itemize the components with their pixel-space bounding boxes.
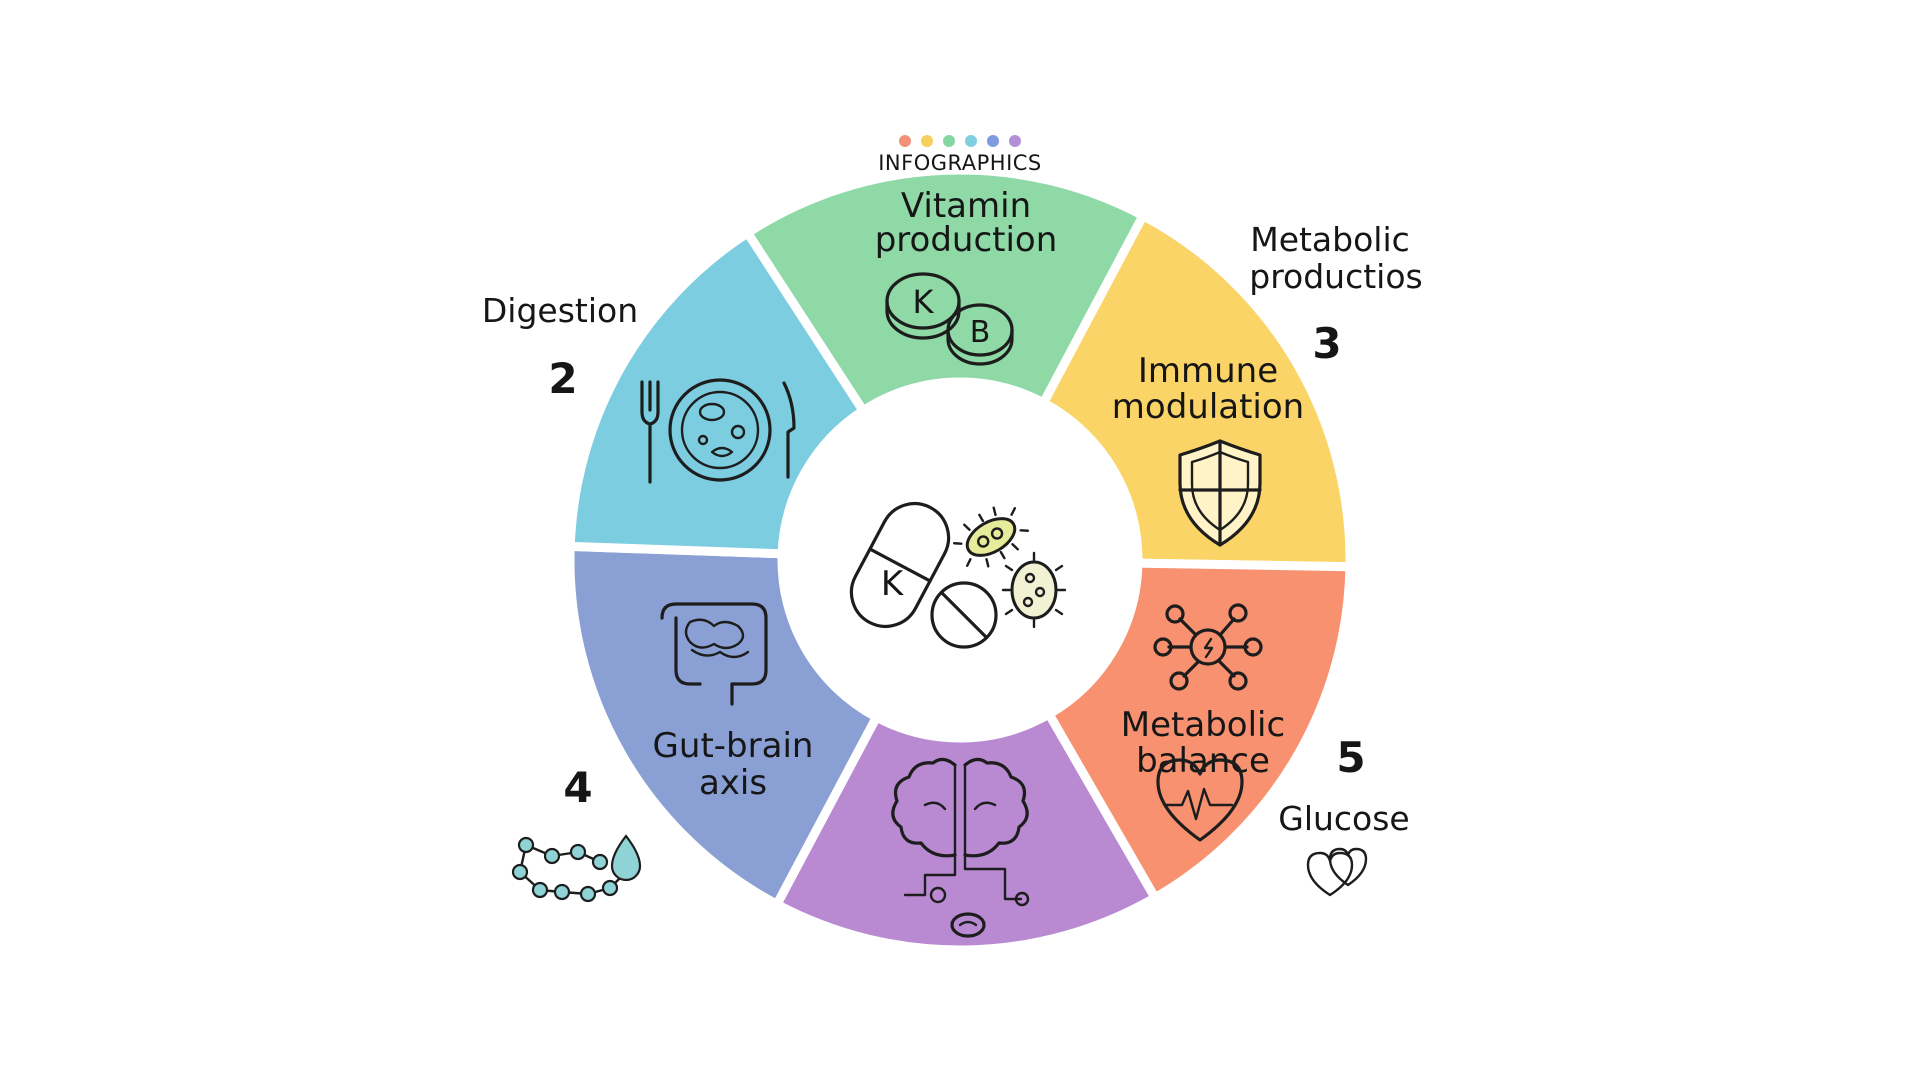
- brand-dots: [899, 135, 1021, 147]
- vitamin-k-letter: K: [913, 283, 935, 321]
- wheel-segments: [565, 165, 1355, 955]
- brand-dot: [987, 135, 999, 147]
- shield-icon: [1178, 439, 1262, 547]
- immune-label-line1: Immune: [1138, 351, 1278, 391]
- vitamin-label-line2: production: [875, 220, 1058, 260]
- immune-label-line2: modulation: [1112, 387, 1304, 427]
- gut-brain-number: 4: [563, 763, 592, 812]
- probiotic-capsule-bacteria-icon: K: [849, 502, 1067, 649]
- vitamin-label-line1: Vitamin: [901, 186, 1031, 226]
- metabolic-products-label-line1: Metabolic: [1250, 220, 1410, 259]
- plate-cutlery-icon: [640, 378, 796, 484]
- brand-dot: [965, 135, 977, 147]
- vitamin-b-letter: B: [970, 315, 991, 350]
- gut-brain-label-line2: axis: [699, 763, 767, 803]
- metabolic-products-number: 3: [1312, 319, 1341, 368]
- center-disk: [782, 382, 1138, 738]
- brand-dot: [943, 135, 955, 147]
- molecule-icon: [1153, 603, 1263, 691]
- glucose-number: 5: [1336, 733, 1365, 782]
- metabolic-balance-label-line1: Metabolic: [1121, 705, 1285, 745]
- vitamin-pills-icon: K B: [885, 272, 1014, 366]
- digestion-label: Digestion: [482, 291, 638, 330]
- brand-text: INFOGRAPHICS: [878, 151, 1042, 175]
- brand-dot: [899, 135, 911, 147]
- brand-dot: [1009, 135, 1021, 147]
- metabolic-products-label-line2: productios: [1249, 257, 1422, 296]
- glucose-label: Glucose: [1278, 799, 1409, 838]
- brand-dot: [921, 135, 933, 147]
- heart-pulse-icon: [1156, 758, 1244, 842]
- glucose-hearts-icon: [1306, 847, 1368, 897]
- molecule-chain-icon: [511, 834, 642, 903]
- metabolic-balance-label-line2: balance: [1136, 741, 1270, 781]
- capsule-k-letter: K: [881, 564, 905, 604]
- gut-brain-label-line1: Gut-brain: [653, 726, 814, 766]
- intestine-icon: [660, 602, 768, 706]
- digestion-number: 2: [548, 354, 577, 403]
- brain-circuit-icon: [891, 757, 1030, 938]
